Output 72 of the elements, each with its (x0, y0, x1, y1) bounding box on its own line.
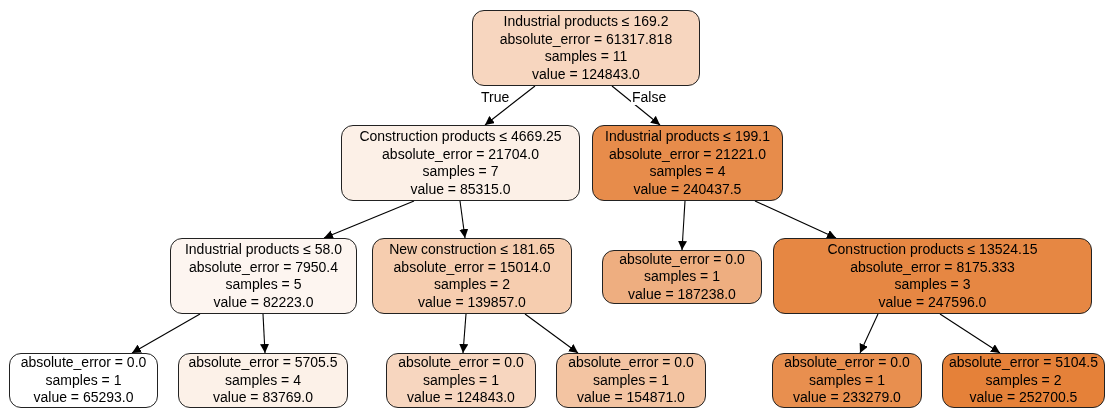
tree-node-box (372, 238, 572, 314)
node-text: samples = 3 (894, 276, 971, 294)
arrow (260, 313, 270, 354)
node-text: samples = 1 (593, 371, 669, 390)
tree-node-box (556, 353, 706, 408)
node-text: absolute_error = 5104.5 (948, 354, 1099, 372)
node-text: value = 85315.0 (410, 180, 511, 198)
node-text: samples = 4 (649, 163, 726, 181)
node-text: value = 247596.0 (878, 293, 987, 311)
node-text: samples = 1 (45, 371, 122, 390)
node-text: New construction ≤ 181.65 (389, 241, 555, 259)
node-text: absolute_error = 0.0 (784, 354, 910, 372)
tree-node-box (472, 10, 700, 86)
node-text: value = 65293.0 (33, 389, 134, 407)
node-text: value = 83769.0 (213, 389, 313, 407)
tree-node-box (773, 238, 1092, 314)
node-text: absolute_error = 7950.4 (188, 258, 339, 276)
node-text: absolute_error = 21704.0 (382, 145, 539, 163)
node-text: Construction products ≤ 13524.15 (827, 241, 1038, 259)
node-text: absolute_error = 0.0 (619, 250, 745, 269)
tree-node-box (9, 353, 158, 408)
tree-node-box (341, 125, 580, 201)
node-text: Industrial products ≤ 199.1 (605, 128, 770, 146)
node-text: value = 240437.5 (633, 180, 742, 198)
arrow (754, 200, 837, 239)
edge-label: True (480, 89, 511, 105)
arrow (484, 85, 536, 126)
node-text: value = 233279.0 (793, 389, 901, 407)
tree-node-box (942, 353, 1105, 408)
node-text: samples = 4 (225, 371, 301, 390)
tree-node-box (386, 353, 536, 408)
tree-node-box (592, 125, 783, 201)
node-text: value = 124843.0 (407, 389, 515, 407)
node-text: absolute_error = 0.0 (20, 354, 147, 372)
node-text: absolute_error = 0.0 (568, 354, 694, 372)
node-text: samples = 5 (225, 276, 302, 294)
arrow (131, 313, 201, 354)
node-text: value = 82223.0 (213, 293, 314, 311)
node-text: samples = 11 (544, 48, 628, 66)
arrow (939, 313, 1001, 354)
node-text: absolute_error = 5705.5 (188, 354, 338, 372)
node-text: absolute_error = 21221.0 (609, 145, 766, 163)
node-text: absolute_error = 15014.0 (393, 258, 551, 276)
node-text: samples = 1 (423, 371, 499, 390)
edge-label: False (631, 89, 668, 105)
tree-node-box (170, 238, 357, 314)
node-text: absolute_error = 8175.333 (850, 258, 1015, 276)
node-text: samples = 2 (985, 371, 1062, 390)
arrow (859, 313, 879, 354)
node-text: value = 154871.0 (577, 389, 685, 407)
arrow (323, 200, 415, 239)
node-text: absolute_error = 0.0 (398, 354, 524, 372)
node-text: samples = 1 (809, 371, 885, 390)
node-text: Industrial products ≤ 169.2 (503, 13, 669, 31)
node-text: value = 252700.5 (969, 389, 1078, 407)
tree-node-box (772, 353, 922, 408)
node-text: Construction products ≤ 4669.25 (359, 128, 562, 146)
arrow (678, 200, 688, 251)
node-text: samples = 2 (434, 276, 510, 294)
node-text: value = 139857.0 (418, 293, 526, 311)
arrow (459, 200, 469, 239)
node-text: value = 187238.0 (628, 285, 736, 304)
node-text: samples = 1 (644, 268, 720, 286)
tree-node-box (178, 353, 348, 408)
arrow (459, 313, 469, 354)
arrow (611, 85, 661, 126)
node-text: Industrial products ≤ 58.0 (184, 241, 343, 259)
node-text: samples = 7 (422, 163, 499, 181)
node-text: absolute_error = 61317.818 (499, 30, 673, 48)
tree-node-box (602, 250, 762, 304)
arrow (524, 313, 579, 354)
node-text: value = 124843.0 (532, 65, 640, 83)
